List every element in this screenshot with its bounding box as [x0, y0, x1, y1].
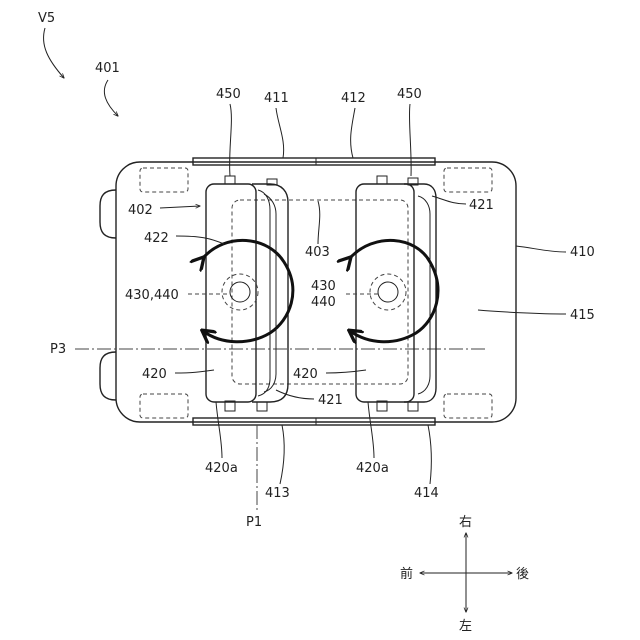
leader-lines	[160, 104, 566, 484]
label-440-right: 440	[311, 295, 336, 310]
label-430-right: 430	[311, 279, 336, 294]
reference-labels: 450 411 412 450 421 402 422 403 410 430,…	[50, 87, 595, 530]
label-410: 410	[570, 245, 595, 260]
label-401: 401	[95, 61, 120, 76]
compass-rear-label: 後	[516, 567, 529, 582]
label-420-left: 420	[142, 367, 167, 382]
label-v5: V5	[38, 11, 55, 26]
label-415: 415	[570, 308, 595, 323]
label-420a-left: 420a	[205, 461, 238, 476]
view-arrow-v5: V5	[38, 11, 64, 78]
label-402: 402	[128, 203, 153, 218]
label-420a-right: 420a	[356, 461, 389, 476]
label-412: 412	[341, 91, 366, 106]
label-p3: P3	[50, 342, 66, 357]
compass-front-label: 前	[400, 566, 413, 582]
label-403: 403	[305, 245, 330, 260]
compass-right-label: 右	[459, 515, 472, 530]
compass-left-label: 左	[459, 619, 472, 634]
label-414: 414	[414, 486, 439, 501]
label-422: 422	[144, 231, 169, 246]
label-420-right: 420	[293, 367, 318, 382]
label-421-right: 421	[469, 198, 494, 213]
label-413: 413	[265, 486, 290, 501]
wheel-rear	[100, 352, 116, 400]
label-450-right: 450	[397, 87, 422, 102]
label-430-440-left: 430,440	[125, 288, 179, 303]
label-421-bottom: 421	[318, 393, 343, 408]
label-450-left: 450	[216, 87, 241, 102]
wheel-front	[100, 190, 116, 238]
direction-compass: 右 左 前 後	[400, 515, 529, 634]
leader-401: 401	[95, 61, 120, 116]
label-411: 411	[264, 91, 289, 106]
label-p1: P1	[246, 515, 262, 530]
